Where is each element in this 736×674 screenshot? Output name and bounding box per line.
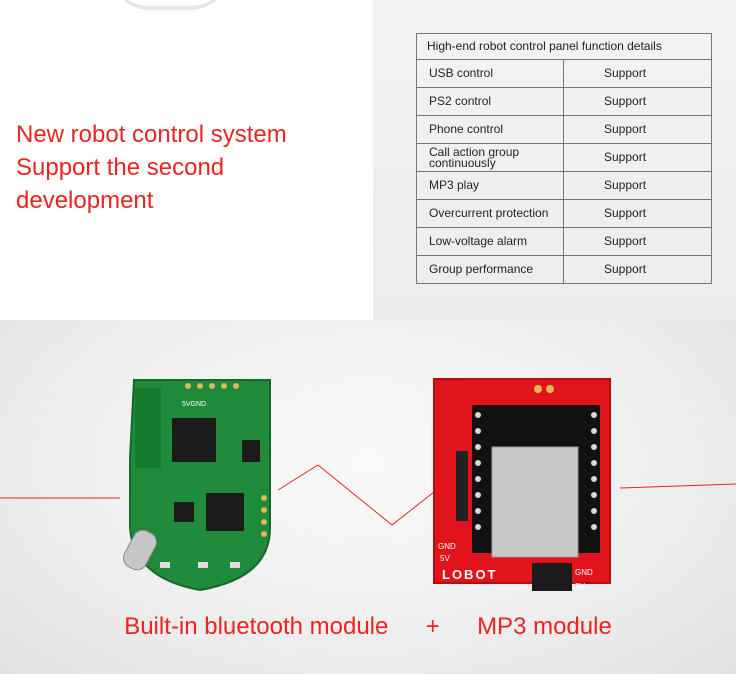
support-cell: Support (563, 59, 712, 88)
table-row: Low-voltage alarm Support (416, 227, 712, 256)
pcb-gnd-right-label: GND (575, 568, 593, 577)
caption-bluetooth: Built-in bluetooth module (124, 613, 389, 640)
product-section: 5VGND GND 5V GND 5V LOBOT Built-in blue (0, 320, 736, 674)
support-cell: Support (563, 115, 712, 144)
feature-cell: Low-voltage alarm (416, 227, 564, 256)
feature-cell: MP3 play (416, 171, 564, 200)
support-cell: Support (563, 143, 712, 172)
feature-cell: USB control (416, 59, 564, 88)
bluetooth-module-board: 5VGND (123, 379, 271, 592)
support-cell: Support (563, 255, 712, 284)
feature-cell: Group performance (416, 255, 564, 284)
product-caption: Built-in bluetooth module + MP3 module (0, 613, 736, 641)
support-cell: Support (563, 87, 712, 116)
table-title: High-end robot control panel function de… (416, 33, 712, 60)
headline-line-1: New robot control system (16, 121, 287, 148)
table-header-row: High-end robot control panel function de… (416, 33, 712, 60)
lobot-logo: LOBOT (442, 567, 498, 582)
support-cell: Support (563, 199, 712, 228)
feature-cell: PS2 control (416, 87, 564, 116)
caption-mp3: MP3 module (477, 613, 612, 640)
table-row: Phone control Support (416, 115, 712, 144)
headline-line-3: development (16, 187, 154, 214)
headline-line-2: Support the second (16, 154, 225, 181)
support-cell: Support (563, 227, 712, 256)
mp3-module-board: GND 5V GND 5V LOBOT (433, 378, 611, 591)
caption-plus: + (425, 613, 440, 640)
feature-cell: Phone control (416, 115, 564, 144)
table-row: Overcurrent protection Support (416, 199, 712, 228)
support-cell: Support (563, 171, 712, 200)
decorative-arc (110, 0, 230, 10)
feature-cell: Call action group continuously (416, 143, 564, 172)
headline: New robot control system Support the sec… (16, 118, 356, 217)
pcb-5v-gnd-label: 5VGND (182, 401, 206, 408)
pcb-5v-left-label: 5V (440, 554, 450, 563)
table-row: PS2 control Support (416, 87, 712, 116)
pcb-5v-right-label: 5V (575, 582, 585, 591)
pcb-gnd-left-label: GND (438, 542, 456, 551)
connector-line (0, 464, 736, 526)
table-row: MP3 play Support (416, 171, 712, 200)
table-row: Group performance Support (416, 255, 712, 284)
feature-cell: Overcurrent protection (416, 199, 564, 228)
table-row: Call action group continuously Support (416, 143, 712, 172)
table-row: USB control Support (416, 59, 712, 88)
function-table: High-end robot control panel function de… (416, 33, 712, 284)
